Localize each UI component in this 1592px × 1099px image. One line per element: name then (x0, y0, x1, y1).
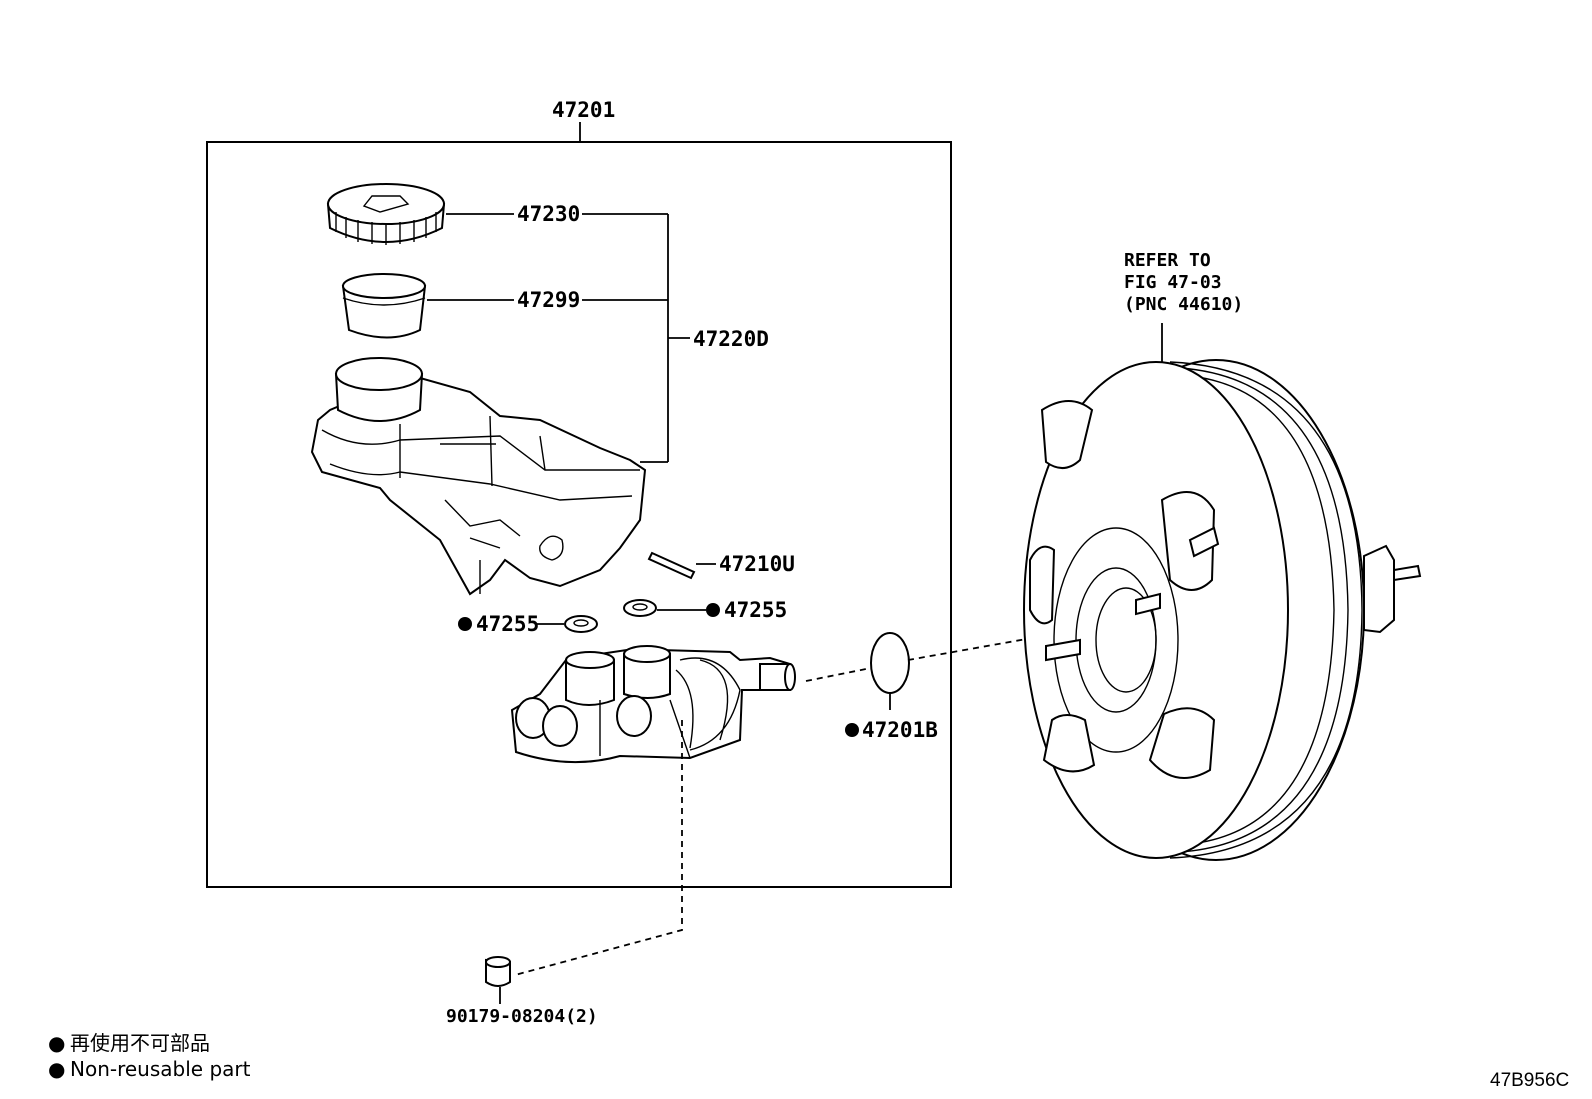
o-ring-part-label: 47201B (862, 718, 938, 742)
pin-part-label: 47210U (719, 552, 795, 576)
reservoir-tank (310, 357, 647, 596)
grommet-right (623, 599, 657, 617)
reservoir-strainer (341, 273, 427, 339)
reservoir-sub-assy-label: 47220D (693, 327, 769, 351)
plug (485, 956, 511, 987)
cap-part-label: 47230 (517, 202, 580, 226)
illustration-code: 47B956C (1490, 1070, 1569, 1091)
legend-bullet-en: ● (48, 1057, 65, 1081)
non-reusable-bullet-icon (845, 723, 859, 737)
non-reusable-bullet-icon (458, 617, 472, 631)
legend-english: Non-reusable part (70, 1057, 251, 1081)
reservoir-pin (647, 551, 696, 580)
strainer-part-label: 47299 (517, 288, 580, 312)
grommet-left-label: 47255 (476, 612, 539, 636)
booster-ref-line3: (PNC 44610) (1124, 294, 1243, 315)
legend-japanese: 再使用不可部品 (70, 1031, 210, 1055)
booster-ref-line1: REFER TO (1124, 250, 1211, 271)
grommet-left (564, 615, 598, 633)
non-reusable-bullet-icon (706, 603, 720, 617)
brake-booster (1023, 359, 1422, 861)
reservoir-cap (326, 183, 446, 245)
booster-ref-line2: FIG 47-03 (1124, 272, 1222, 293)
master-cylinder (510, 645, 796, 764)
grommet-right-label: 47255 (724, 598, 787, 622)
legend-bullet-jp: ● (48, 1031, 65, 1055)
booster-alignment-line (805, 625, 1101, 682)
assembly-number-label: 47201 (552, 98, 615, 122)
plug-leader-line (514, 720, 683, 976)
assembly-frame (206, 141, 952, 888)
o-ring (870, 632, 910, 694)
plug-part-label: 90179-08204(2) (446, 1006, 598, 1027)
